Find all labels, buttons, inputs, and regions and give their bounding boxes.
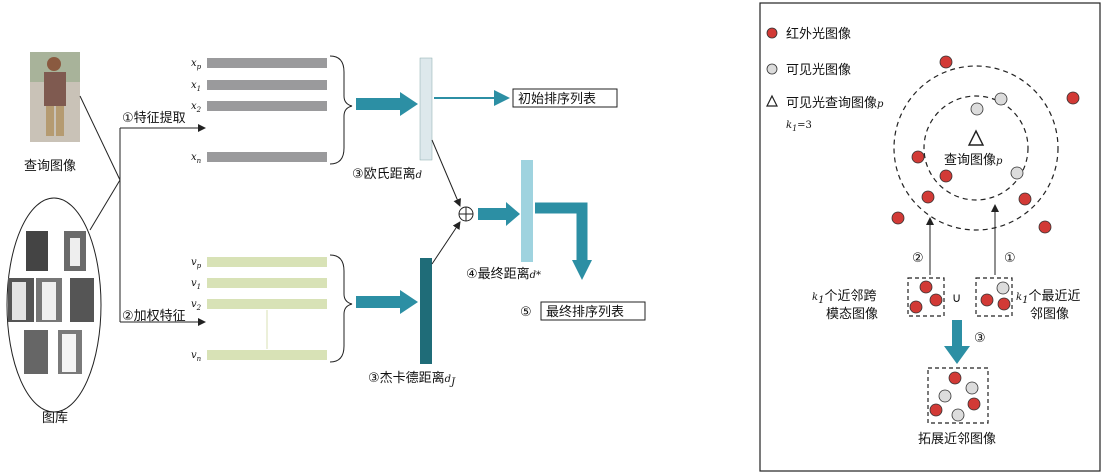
feature-bar-v1 bbox=[207, 278, 327, 288]
cross-modal-dots bbox=[910, 281, 942, 313]
legend: 红外光图像 可见光图像 可见光查询图像p k1=3 bbox=[767, 26, 884, 133]
feature-bar-xn bbox=[207, 152, 327, 162]
svg-text:xn: xn bbox=[191, 152, 202, 165]
step1-label: ①特征提取 bbox=[122, 110, 186, 126]
feature-bars-v bbox=[207, 257, 327, 360]
svg-text:vp: vp bbox=[191, 257, 202, 270]
euclid-to-plus bbox=[432, 140, 460, 206]
teal-arrow-down bbox=[944, 320, 970, 364]
feature-bar-v2 bbox=[207, 299, 327, 309]
svg-text:xp: xp bbox=[191, 58, 202, 71]
legend-white-dot bbox=[767, 64, 777, 74]
query-image-label: 查询图像 bbox=[24, 159, 76, 174]
feature-labels-v: vp v1 v2 vn bbox=[191, 257, 202, 363]
outer-neighborhood-circle bbox=[894, 66, 1058, 230]
feature-bar-vn bbox=[207, 350, 327, 360]
final-rank-label: 最终排序列表 bbox=[546, 304, 624, 320]
feature-bar-vp bbox=[207, 257, 327, 267]
expanded-label: 拓展近邻图像 bbox=[918, 432, 996, 447]
jaccard-to-plus bbox=[432, 222, 460, 264]
svg-text:v1: v1 bbox=[191, 278, 201, 291]
final-dist-box bbox=[521, 160, 533, 262]
legend-ir-label: 红外光图像 bbox=[786, 26, 851, 42]
arrow-2-label: ② bbox=[912, 251, 924, 266]
gallery-label: 图库 bbox=[42, 410, 68, 426]
expanded-dots bbox=[930, 372, 980, 421]
nearest-label-line1: k1个最近近 bbox=[1016, 289, 1080, 306]
feature-labels-x: xp x1 x2 xn bbox=[191, 58, 202, 165]
legend-red-dot bbox=[767, 28, 777, 38]
final-rank-num: ⑤ bbox=[520, 305, 532, 320]
query-triangle bbox=[969, 131, 983, 145]
final-dist-label: ④最终距离d* bbox=[466, 266, 541, 282]
cross-modal-label-line1: k1个近邻跨 bbox=[812, 289, 876, 306]
cross-modal-label-line2: 模态图像 bbox=[826, 307, 878, 322]
nearest-dots bbox=[981, 282, 1010, 310]
brace-top bbox=[330, 56, 352, 164]
legend-vis-label: 可见光图像 bbox=[786, 63, 851, 78]
svg-text:可见光查询图像p: 可见光查询图像p bbox=[786, 96, 884, 111]
plus-operator bbox=[459, 207, 473, 221]
legend-query-label: 可见光查询图像 bbox=[786, 96, 877, 111]
neighbor-dots bbox=[892, 56, 1079, 233]
gallery bbox=[7, 198, 101, 412]
query-center-label: 查询图像p bbox=[944, 153, 1003, 168]
connector-lines bbox=[80, 96, 205, 322]
svg-text:vn: vn bbox=[191, 350, 202, 363]
svg-text:v2: v2 bbox=[191, 299, 202, 312]
nearest-label-line2: 邻图像 bbox=[1030, 307, 1069, 322]
feature-bars-x bbox=[207, 58, 327, 162]
feature-bar-x2 bbox=[207, 101, 327, 111]
feature-bar-x1 bbox=[207, 80, 327, 90]
brace-bottom bbox=[330, 255, 352, 362]
teal-arrow-top bbox=[356, 92, 418, 116]
feature-bar-xp bbox=[207, 58, 327, 68]
union-symbol: ∪ bbox=[952, 291, 962, 306]
euclid-box bbox=[420, 58, 432, 160]
step2-label: ②加权特征 bbox=[122, 308, 186, 324]
svg-text:k1=3: k1=3 bbox=[786, 120, 812, 133]
arrow-3-label: ③ bbox=[974, 331, 986, 346]
teal-arrow-bottom bbox=[356, 290, 418, 314]
jaccard-box bbox=[420, 258, 432, 364]
svg-text:x2: x2 bbox=[191, 101, 202, 114]
euclid-label: ③欧氏距离d bbox=[352, 166, 422, 182]
arrow-1-label: ① bbox=[1004, 251, 1016, 266]
query-image bbox=[30, 52, 80, 142]
teal-arrow-middle bbox=[478, 202, 520, 226]
init-rank-label: 初始排序列表 bbox=[518, 92, 596, 107]
teal-arrow-bent bbox=[535, 208, 592, 280]
svg-text:x1: x1 bbox=[191, 80, 201, 93]
legend-triangle bbox=[767, 96, 777, 106]
jaccard-label: ③杰卡德距离dJ bbox=[368, 370, 456, 388]
